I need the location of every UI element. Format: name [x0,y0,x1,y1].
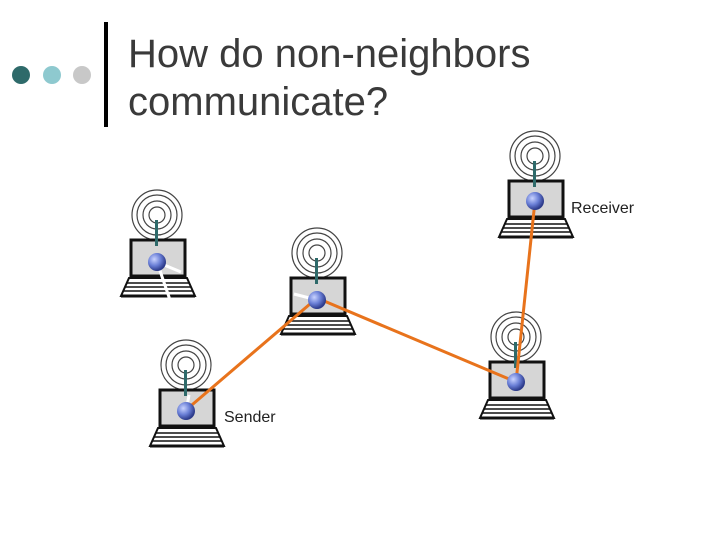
sender-label: Sender [224,409,276,426]
decoration-dot-light [43,66,61,84]
title-decoration-dots [12,66,91,84]
receiver-label: Receiver [571,200,635,217]
decoration-dot-dark [12,66,30,84]
route-path [185,200,537,412]
node-dot-sender [177,402,195,420]
laptop-icon-node-sender [148,338,226,448]
node-dot-receiver [526,192,544,210]
slide-title-line-1: How do non-neighbors [128,32,531,76]
slide-title-line-2: communicate? [128,80,389,124]
slide-title: How do non-neighbors communicate? [128,30,708,126]
node-dot-b [308,291,326,309]
laptop-icon-node-receiver [497,129,575,239]
decoration-dot-grey [73,66,91,84]
title-rule [104,22,108,127]
laptop-icon-node-a [119,188,197,298]
node-dot-c [507,373,525,391]
node-dot-a [148,253,166,271]
